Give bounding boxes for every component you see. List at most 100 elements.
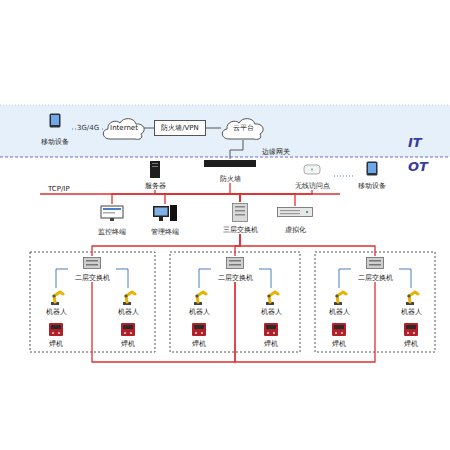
network-link [92,282,235,362]
device-node: 机器人 [391,288,431,316]
node-label: 防火墙 [219,175,242,183]
device-node: 云平台 [221,116,265,140]
node-label: 防火墙/VPN [160,124,200,132]
node-label: 机器人 [45,308,68,316]
node-label: 移动设备 [40,138,70,146]
network-link [399,269,411,288]
node-label: 焊机 [120,340,136,348]
annotation: TCP/IP [48,185,70,193]
node-label: 管理终端 [150,228,180,236]
network-link [206,128,221,129]
annotation: 边缘网关 [262,148,290,156]
device-node: 机器人 [179,288,219,316]
welder-icon [49,323,63,336]
switch-icon [367,258,384,269]
monitor-icon [101,206,123,221]
device-node: 三层交换机 [218,202,262,234]
node-label: 焊机 [403,340,419,348]
device-node: 机器人 [36,288,76,316]
device-node: 监控终端 [92,204,132,236]
switch-icon [84,258,101,269]
device-node: 焊机 [393,320,429,348]
node-label: 焊机 [48,340,64,348]
edge-label: 3G/4G [76,125,100,133]
node-label: 焊机 [331,340,347,348]
band-edge [0,105,450,106]
it-band [0,105,450,157]
device-node: 服务器 [140,160,170,190]
node-label: 机器人 [400,308,423,316]
welder-icon [404,323,418,336]
server-icon [150,161,160,178]
robot-icon [123,292,135,305]
network-link [165,194,240,204]
network-link [230,140,243,159]
network-link [235,234,240,256]
process-box: 防火墙/VPN [154,120,206,136]
node-label: 无线访问点 [294,182,331,190]
welder-icon [192,323,206,336]
device-node: 管理终端 [145,204,185,236]
switch-icon [233,204,248,222]
device-node: 二层交换机 [68,256,116,282]
welder-icon [264,323,278,336]
device-node: 焊机 [110,320,146,348]
device-node: 焊机 [253,320,289,348]
network-link [259,269,271,288]
switch-icon [227,258,244,269]
device-node: 机器人 [319,288,359,316]
network-link [240,194,295,206]
node-label: 焊机 [191,340,207,348]
network-link [144,128,154,129]
node-label: Internet [109,124,139,132]
device-node: 移动设备 [355,160,389,190]
robot-icon [51,292,63,305]
node-label: 二层交换机 [357,274,394,282]
node-label: 服务器 [144,182,167,190]
robot-icon [334,292,346,305]
node-label: 二层交换机 [74,274,111,282]
ap-icon [304,165,320,174]
network-link [56,269,68,288]
pc-icon [153,205,177,221]
network-link [240,190,312,202]
network-link [92,234,240,256]
device-node: 焊机 [181,320,217,348]
node-label: 二层交换机 [217,274,254,282]
device-node: 防火墙 [202,159,258,183]
node-label: 云平台 [232,124,255,132]
welder-icon [121,323,135,336]
network-link [112,194,240,204]
robot-icon [194,292,206,305]
device-node: 机器人 [108,288,148,316]
cloud-icon [222,119,263,140]
network-link [334,176,355,177]
device-node: 移动设备 [38,112,72,146]
network-link [116,269,128,288]
node-label: 机器人 [188,308,211,316]
robot-icon [406,292,418,305]
network-link [230,183,240,202]
zone-label: IT [408,136,422,151]
node-label: 监控终端 [97,228,127,236]
device-node: 二层交换机 [211,256,259,282]
network-link [199,269,211,288]
device-node: 无线访问点 [290,162,334,190]
device-node: 二层交换机 [351,256,399,282]
network-link [339,269,351,288]
node-label: 焊机 [263,340,279,348]
rack-icon [278,208,313,217]
device-node: 虚拟化 [273,206,317,234]
cloud-icon [103,119,144,140]
zone-label: OT [408,160,428,175]
firewall-icon [204,160,256,167]
node-label: 移动设备 [357,182,387,190]
tablet-icon [50,114,61,128]
device-node: Internet [104,116,144,140]
welder-icon [332,323,346,336]
network-link [240,234,375,256]
it-ot-divider [0,157,450,158]
network-link [155,190,240,202]
